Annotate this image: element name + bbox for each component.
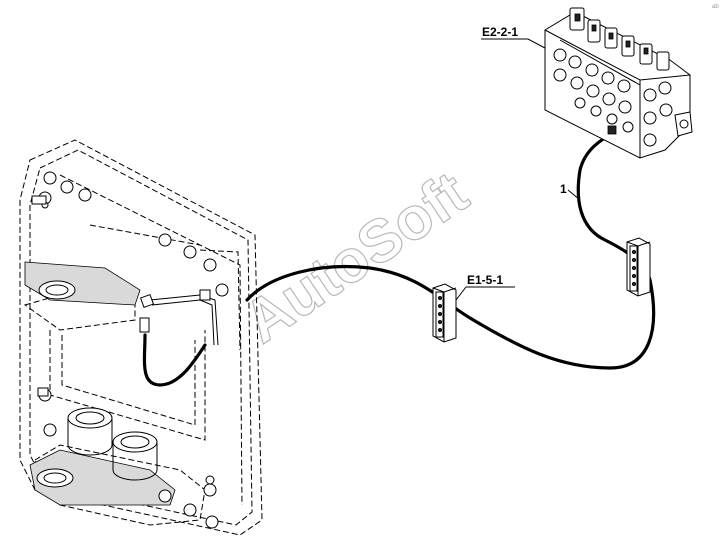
callout-clamp: E1-5-1 (455, 273, 515, 301)
label-e2-2-1: E2-2-1 (482, 25, 518, 39)
corner-mark: ab (712, 4, 719, 10)
callout-hose: 1 (560, 182, 581, 201)
hose-clamp-e1-5-1 (432, 283, 457, 343)
label-hose-1: 1 (560, 182, 567, 196)
housing-bolts (38, 171, 229, 529)
hydraulic-hose (245, 130, 656, 370)
callout-valve: E2-2-1 (481, 25, 546, 49)
transmission-housing (19, 139, 263, 536)
valve-ports (553, 48, 673, 147)
hose-clamp-right (626, 237, 651, 297)
label-e1-5-1: E1-5-1 (467, 273, 503, 287)
control-valve-block (544, 7, 693, 159)
